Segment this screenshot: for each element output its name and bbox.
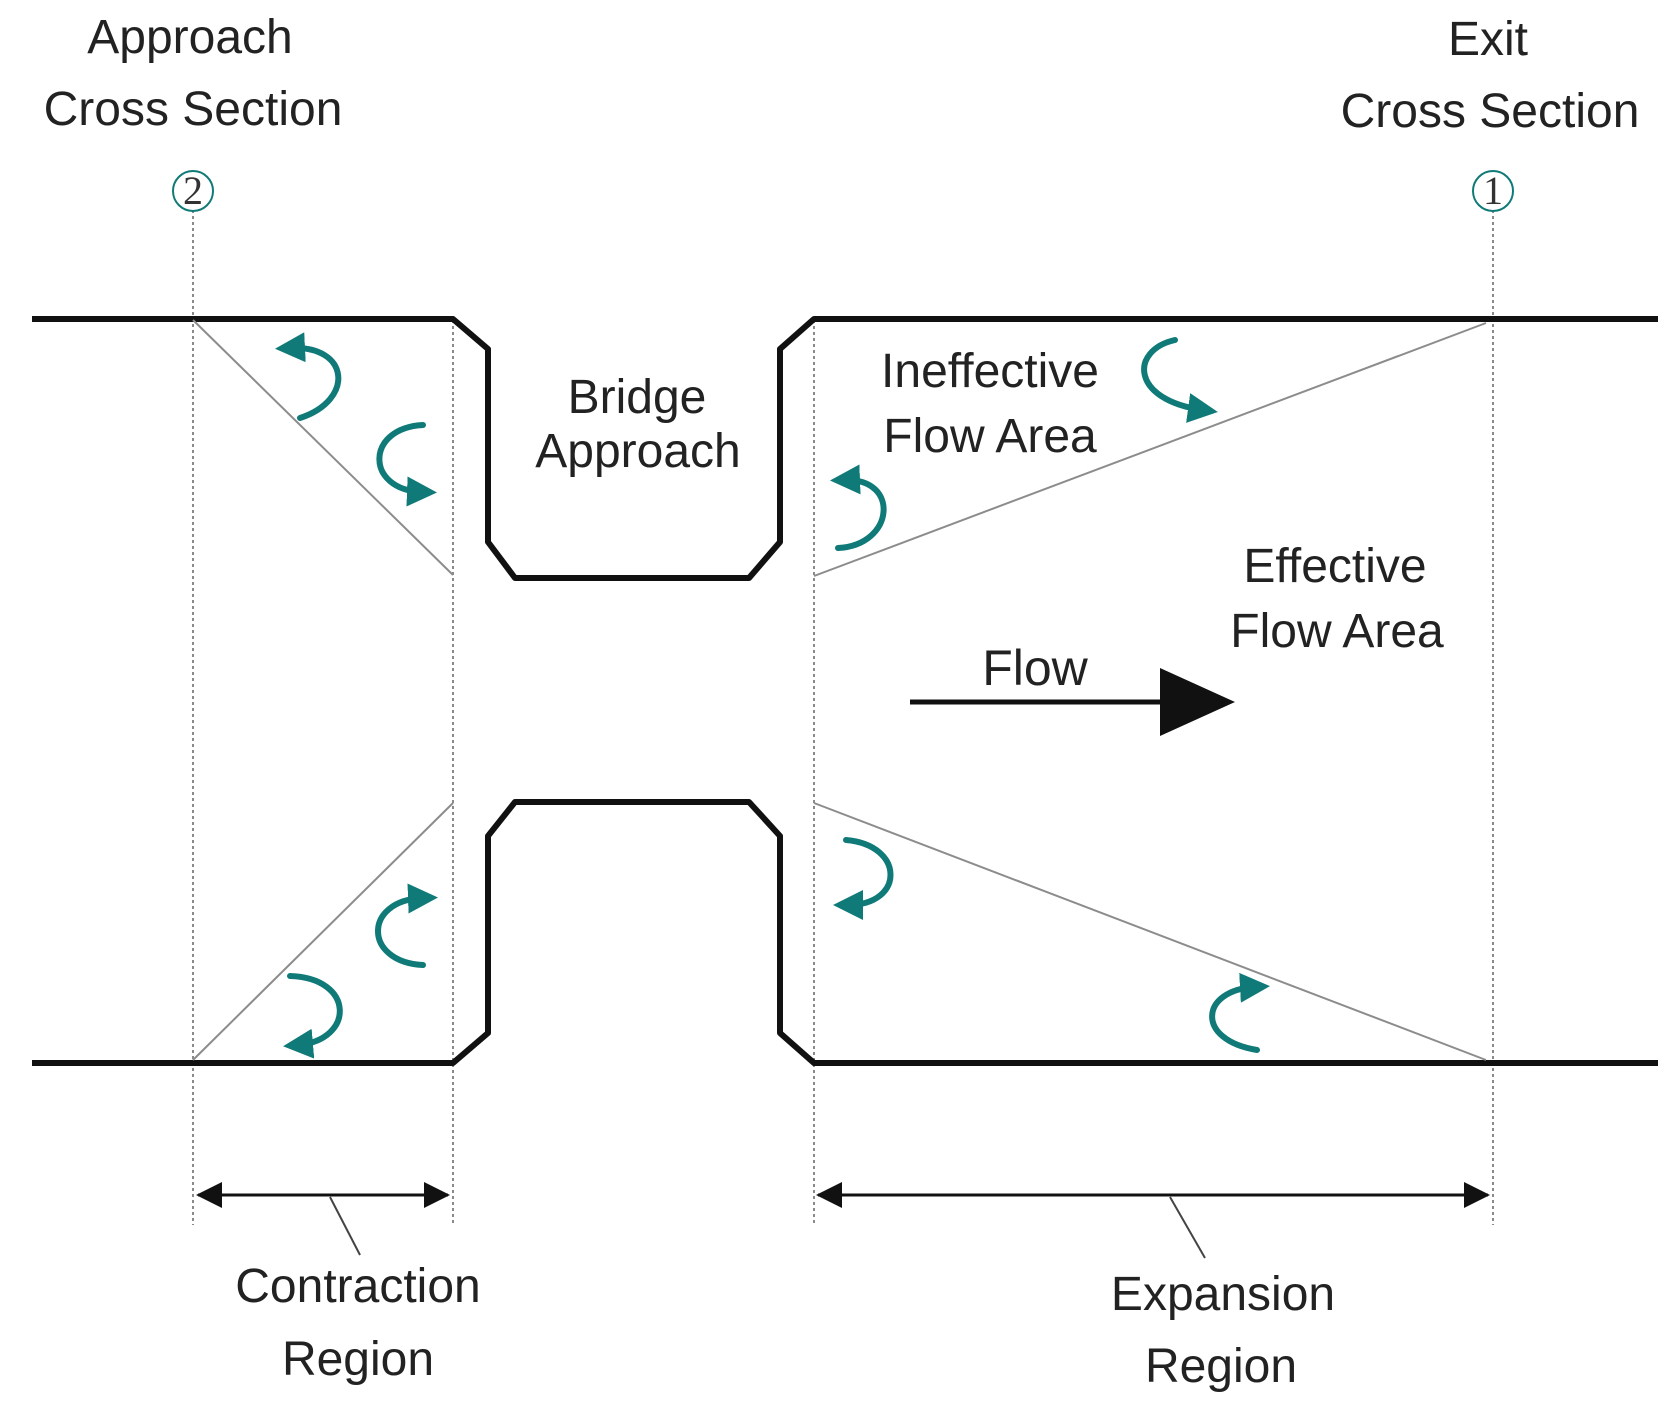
contraction-dimension-arrow xyxy=(196,1182,450,1256)
flow-label: Flow xyxy=(982,640,1088,696)
expansion-dimension-arrow xyxy=(816,1182,1490,1259)
effective-label-line1: Effective xyxy=(1243,540,1426,593)
contraction-bottom-boundary xyxy=(192,802,454,1061)
flow-arrow-icon xyxy=(910,668,1235,736)
contraction-label-line1: Contraction xyxy=(235,1260,480,1313)
contraction-label-line2: Region xyxy=(282,1333,434,1386)
approach-section-number: 2 xyxy=(183,168,203,213)
effective-label-line2: Flow Area xyxy=(1230,605,1444,658)
approach-label-line2: Cross Section xyxy=(44,83,343,136)
eddy-arrow-icon xyxy=(1141,337,1218,423)
bridge-label-line1: Bridge xyxy=(568,371,707,424)
exit-label-line2: Cross Section xyxy=(1341,85,1640,138)
exit-section-number: 1 xyxy=(1483,168,1503,213)
approach-section-marker: 2 xyxy=(172,168,214,213)
eddy-arrow-icon xyxy=(275,332,342,421)
eddy-arrow-icon xyxy=(1209,972,1270,1053)
bottom-bank-with-abutment xyxy=(32,799,1658,1066)
ineffective-label-line2: Flow Area xyxy=(883,410,1097,463)
approach-label-line1: Approach xyxy=(87,11,292,64)
eddy-arrow-icon xyxy=(375,883,438,968)
eddy-arrow-icon xyxy=(833,837,894,920)
top-bank-with-abutment xyxy=(32,316,1658,581)
ineffective-label-line1: Ineffective xyxy=(881,345,1099,398)
eddy-arrow-icon xyxy=(283,973,343,1059)
expansion-label-line2: Region xyxy=(1145,1340,1297,1393)
expansion-label-line1: Expansion xyxy=(1111,1268,1335,1321)
exit-label-line1: Exit xyxy=(1448,13,1528,66)
bridge-label-line2: Approach xyxy=(535,425,740,478)
expansion-bottom-boundary xyxy=(813,802,1487,1061)
exit-section-marker: 1 xyxy=(1472,168,1514,213)
eddy-arrow-icon xyxy=(830,464,887,551)
eddy-arrow-icon xyxy=(376,422,437,507)
expansion-top-boundary xyxy=(813,322,1487,577)
contraction-top-boundary xyxy=(192,319,454,576)
